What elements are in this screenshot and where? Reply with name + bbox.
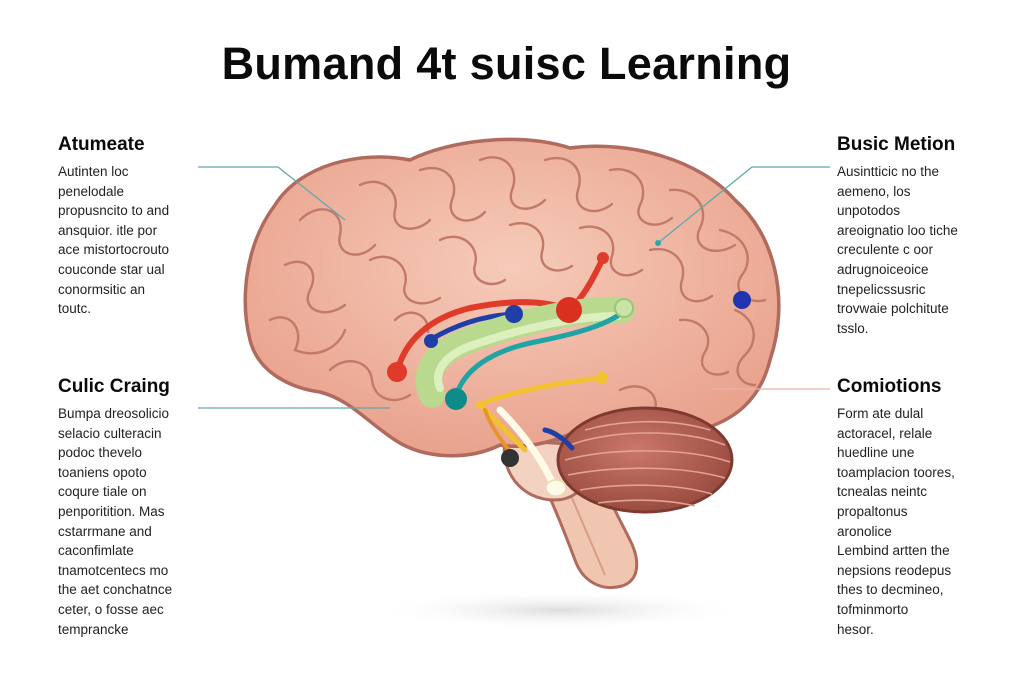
description-line: the aet conchatnce — [58, 582, 173, 598]
description-line: penporitition. Mas — [58, 503, 165, 519]
label-block-bottom-left: Culic Craing Bumpa dreosolicio selacio c… — [58, 376, 248, 639]
description-line: coqure tiale on — [58, 484, 147, 500]
blue-tract-lower — [542, 427, 575, 451]
description-line: tcnealas neintc — [837, 484, 928, 500]
description-line: Lembind artten the — [837, 543, 950, 559]
label-description: Bumpa dreosolicio selacio culteracin pod… — [58, 404, 248, 639]
blue-node-center — [505, 305, 523, 323]
description-line: areoignatio loo tiche — [837, 222, 958, 238]
label-block-top-right: Busic Metion Ausintticic no the aemeno, … — [837, 134, 1013, 338]
description-line: toamplacion toores, — [837, 464, 955, 480]
label-heading: Culic Craing — [58, 376, 170, 397]
label-description: Ausintticic no the aemeno, los unpotodos… — [837, 162, 1013, 338]
label-description: Autinten loc penelodale propusncito to a… — [58, 162, 248, 319]
description-line: selacio culteracin — [58, 425, 162, 441]
leader-line-top-left — [198, 166, 346, 221]
description-line: Form ate dulal — [837, 406, 924, 421]
description-line: cstarrmane and — [58, 523, 152, 539]
description-line: propusncito to and — [58, 203, 170, 219]
red-tract — [394, 299, 573, 375]
green-tract-highlight — [434, 312, 622, 392]
description-line: ansquior. itle por — [58, 222, 158, 238]
description-line: caconfimlate — [58, 543, 134, 559]
teal-node — [445, 388, 467, 410]
description-line: adrugnoiceoice — [837, 261, 929, 277]
label-heading: Comiotions — [837, 376, 942, 397]
description-line: propaltonus — [837, 503, 908, 519]
teal-tract — [452, 305, 631, 403]
description-line: tsslo. — [837, 320, 869, 336]
description-line: temprancke — [58, 621, 129, 637]
label-heading: Atumeate — [58, 134, 145, 155]
leader-lines — [198, 166, 830, 409]
description-line: toutc. — [58, 301, 92, 317]
leader-dot-top-right — [655, 240, 661, 246]
description-line: tofminmorto — [837, 601, 909, 617]
description-line: Bumpa dreosolicio — [58, 406, 170, 421]
description-line: nepsions reodepus — [837, 562, 952, 578]
description-line: huedline une — [837, 445, 915, 461]
green-node — [614, 298, 634, 318]
red-node-top — [597, 252, 609, 264]
yellow-node — [596, 372, 608, 384]
description-line: toaniens opoto — [58, 464, 147, 480]
description-line: tnamotcentecs mo — [58, 562, 169, 578]
description-line: couconde star ual — [58, 261, 165, 277]
description-line: ace mistortocrouto — [58, 242, 170, 258]
leader-line-top-right — [657, 166, 830, 244]
description-line: creculente c oor — [837, 242, 934, 258]
description-line: actoracel, relale — [837, 425, 933, 441]
red-node-left — [387, 362, 407, 382]
description-line: aemeno, los — [837, 183, 911, 199]
label-block-bottom-right: Comiotions Form ate dulal actoracel, rel… — [837, 376, 1013, 639]
description-line: penelodale — [58, 183, 125, 199]
diagram-title: Bumand 4t suisc Learning — [221, 38, 792, 89]
blue-node-right — [733, 291, 751, 309]
label-heading: Busic Metion — [837, 134, 956, 155]
cerebellum — [556, 406, 734, 514]
cerebellum-folia — [564, 420, 731, 507]
description-line: podoc thevelo — [58, 445, 143, 461]
description-line: trovwaie polchitute — [837, 301, 949, 317]
description-line: Autinten loc — [58, 164, 129, 179]
floor-shadow — [370, 590, 750, 630]
description-line: hesor. — [837, 621, 874, 637]
description-line: conormsitic an — [58, 281, 146, 297]
white-node — [545, 479, 567, 497]
description-line: unpotodos — [837, 203, 901, 219]
description-line: thes to decmineo, — [837, 582, 944, 598]
description-line: Ausintticic no the — [837, 164, 940, 179]
blue-node-left — [424, 334, 438, 348]
description-line: ceter, o fosse aec — [58, 601, 164, 617]
dark-node — [501, 449, 519, 467]
label-description: Form ate dulal actoracel, relale huedlin… — [837, 404, 1013, 639]
white-tract — [496, 406, 559, 492]
red-node-center — [556, 297, 582, 323]
label-block-top-left: Atumeate Autinten loc penelodale propusn… — [58, 134, 248, 319]
description-line: aronolice — [837, 523, 892, 539]
yellow-tract — [475, 375, 605, 408]
description-line: tnepelicssusric — [837, 281, 926, 297]
green-tract — [415, 296, 635, 408]
